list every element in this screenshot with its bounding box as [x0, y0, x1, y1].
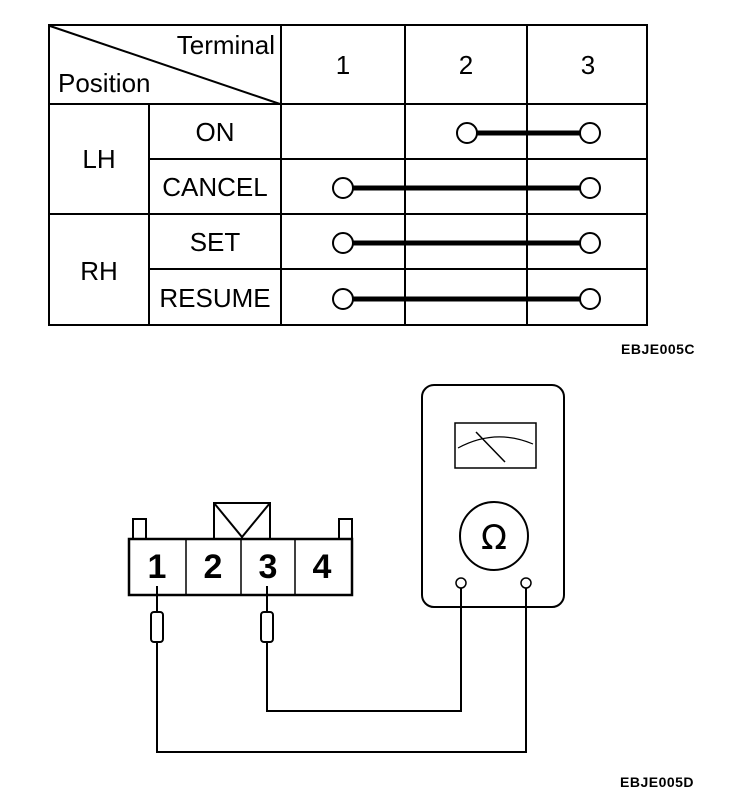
group-rh: RH — [80, 255, 118, 286]
header-position: Position — [58, 68, 151, 98]
test-lead-pin-3 — [266, 588, 462, 712]
meter-display — [454, 422, 537, 469]
continuity-node — [579, 177, 601, 199]
continuity-node — [332, 177, 354, 199]
pin-4: 4 — [313, 548, 332, 586]
continuity-node — [332, 288, 354, 310]
pin-3: 3 — [259, 548, 278, 586]
continuity-node — [579, 232, 601, 254]
probe-pin-1 — [150, 586, 164, 643]
row-label-cancel: CANCEL — [162, 171, 268, 202]
connector-tab-left — [132, 518, 147, 540]
test-lead-pin-1 — [156, 588, 527, 753]
pin-1: 1 — [148, 548, 167, 586]
figure-code-wiring: EBJE005D — [620, 774, 695, 790]
meter-terminal-left — [455, 577, 467, 589]
continuity-node — [332, 232, 354, 254]
pin-2: 2 — [204, 548, 223, 586]
group-lh: LH — [82, 144, 116, 174]
connector-tab-right — [338, 518, 353, 540]
grid-line — [50, 103, 648, 105]
meter-terminal-right — [520, 577, 532, 589]
row-label-on: ON — [195, 116, 235, 147]
continuity-marks — [332, 122, 601, 310]
header-terminal: Terminal — [176, 30, 275, 60]
continuity-node — [456, 122, 478, 144]
terminal-col-3: 3 — [580, 49, 596, 80]
terminal-col-2: 2 — [458, 49, 474, 80]
continuity-node — [579, 288, 601, 310]
grid-line — [404, 26, 406, 326]
ohmmeter-icon: Ω — [459, 501, 529, 571]
row-label-resume: RESUME — [159, 283, 271, 313]
grid-line — [526, 26, 528, 326]
connector-latch — [213, 502, 271, 540]
figure-code-table: EBJE005C — [621, 341, 696, 357]
grid-line — [148, 268, 648, 270]
terminal-col-1: 1 — [335, 49, 351, 80]
grid-line — [280, 26, 282, 326]
ohm-symbol: Ω — [481, 518, 507, 558]
continuity-node — [579, 122, 601, 144]
grid-line — [148, 158, 648, 160]
continuity-table: Terminal Position 1 2 3 LH RH ON CANCEL … — [48, 24, 648, 326]
connector-body — [127, 537, 354, 597]
row-label-set: SET — [189, 226, 241, 257]
grid-line — [50, 213, 648, 215]
ohmmeter: Ω — [421, 384, 565, 608]
header-diagonal — [49, 25, 281, 105]
